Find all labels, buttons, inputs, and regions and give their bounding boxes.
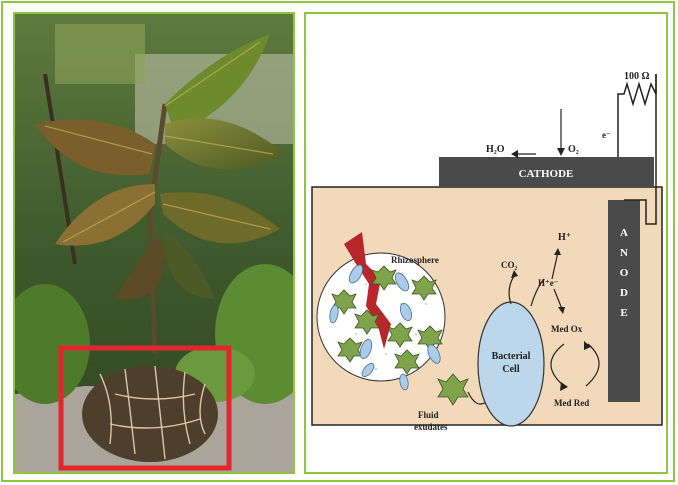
anode-letter-a: A [620, 227, 628, 239]
med-red-label: Med Red [554, 398, 589, 408]
h2o-arrowhead [511, 150, 518, 158]
o2-arrowhead [557, 148, 565, 156]
bacterial-label-line1: Bacterial [492, 351, 531, 362]
resistor [618, 74, 656, 157]
rhizosphere-label: Rhizosphere [391, 255, 439, 265]
o2-label: O₂ [568, 144, 579, 155]
fluid-label-line2: exudates [414, 422, 448, 432]
resistor-label: 100 Ω [624, 71, 650, 82]
fluid-label-line1: Fluid [418, 410, 439, 420]
anode-letter-o: O [620, 267, 629, 279]
h-plus-label: H⁺ [558, 232, 571, 243]
anode-letter-e: E [620, 307, 627, 319]
plant-photo-illustration [15, 14, 293, 472]
med-ox-label: Med Ox [551, 324, 583, 334]
cathode-label: CATHODE [519, 168, 574, 180]
bacterial-label-line2: Cell [502, 364, 519, 375]
background-tree [55, 24, 145, 84]
h2o-label: H₂O [486, 144, 505, 155]
co2-label: CO₂ [501, 260, 518, 270]
pmfc-diagram: CATHODE A N O D E 100 Ω e⁻ O₂ H₂O [304, 12, 668, 474]
pmfc-diagram-svg: CATHODE A N O D E 100 Ω e⁻ O₂ H₂O [306, 14, 666, 472]
electron-label: e⁻ [602, 130, 611, 140]
anode-letter-n: N [620, 247, 628, 259]
plant-photo [13, 12, 295, 474]
anode-letter-d: D [620, 287, 628, 299]
